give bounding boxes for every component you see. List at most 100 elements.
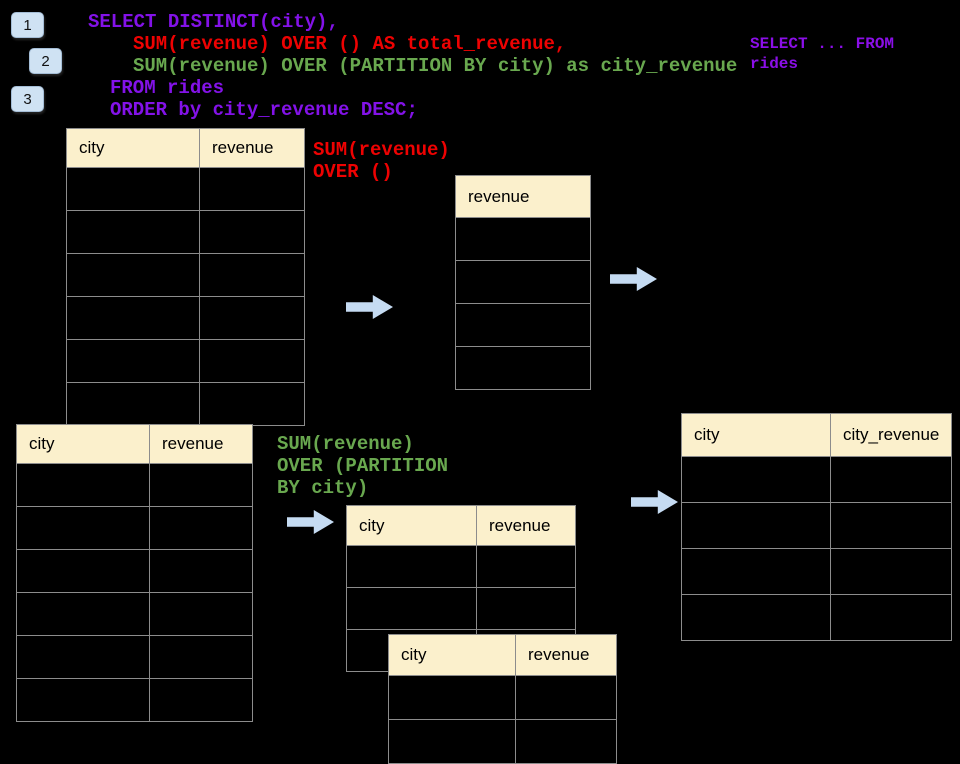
column-header-city-revenue: city_revenue [830, 413, 952, 457]
table-row [66, 253, 305, 297]
table-cell [830, 594, 952, 641]
table-row [66, 210, 305, 254]
table-cell [346, 587, 477, 630]
table-cell [199, 296, 305, 340]
result-table-right: city city_revenue [681, 413, 952, 641]
column-header-city: city [66, 128, 200, 168]
table-cell [199, 339, 305, 383]
table-cell [681, 502, 831, 549]
table-cell [66, 253, 200, 297]
table-cell [16, 463, 150, 507]
table-row [66, 339, 305, 383]
flow-arrow-icon [346, 295, 393, 319]
annotation-over-total-line2: OVER () [313, 161, 393, 183]
annotation-over-partition: SUM(revenue) OVER (PARTITION BY city) [277, 433, 448, 499]
table-cell [681, 594, 831, 641]
table-row [455, 303, 591, 347]
sql-line-city-revenue: SUM(revenue) OVER (PARTITION BY city) as… [133, 55, 738, 77]
flow-arrow-icon [631, 490, 678, 514]
table-cell [16, 592, 150, 636]
total-revenue-table: revenue [455, 175, 591, 390]
column-header-city: city [16, 424, 150, 464]
table-header-row: city revenue [346, 505, 576, 546]
step-1-badge: 1 [11, 12, 44, 38]
table-cell [149, 549, 253, 593]
side-note-line1: SELECT ... FROM [750, 35, 895, 53]
table-cell [149, 678, 253, 722]
table-cell [199, 382, 305, 426]
annotation-over-partition-line1: SUM(revenue) [277, 433, 414, 455]
sql-line-total-revenue: SUM(revenue) OVER () AS total_revenue, [133, 33, 567, 55]
table-row [681, 502, 952, 549]
select-from-rides-note: SELECT ... FROM rides [750, 34, 894, 74]
table-cell [199, 210, 305, 254]
table-header-row: city revenue [66, 128, 305, 168]
table-row [681, 594, 952, 641]
table-header-row: city revenue [388, 634, 617, 676]
table-cell [16, 549, 150, 593]
table-cell [66, 167, 200, 211]
table-row [681, 456, 952, 503]
table-row [455, 217, 591, 261]
column-header-revenue: revenue [476, 505, 576, 546]
table-header-row: city revenue [16, 424, 253, 464]
table-cell [16, 678, 150, 722]
column-header-revenue: revenue [455, 175, 591, 218]
table-row [388, 719, 617, 764]
table-cell [149, 592, 253, 636]
table-cell [515, 675, 617, 720]
table-row [66, 296, 305, 340]
sql-line-select: SELECT DISTINCT(city), [88, 11, 339, 33]
table-cell [455, 346, 591, 390]
column-header-revenue: revenue [515, 634, 617, 676]
table-cell [388, 719, 516, 764]
flow-arrow-icon [610, 267, 657, 291]
table-cell [66, 382, 200, 426]
table-cell [830, 456, 952, 503]
table-row [681, 548, 952, 595]
annotation-over-total: SUM(revenue) OVER () [313, 139, 450, 183]
table-cell [455, 217, 591, 261]
column-header-city: city [346, 505, 477, 546]
table-header-row: city city_revenue [681, 413, 952, 457]
source-table-bottom: city revenue [16, 424, 253, 722]
table-row [388, 675, 617, 720]
table-cell [830, 548, 952, 595]
table-cell [455, 303, 591, 347]
table-row [346, 545, 576, 588]
table-row [16, 635, 253, 679]
table-cell [476, 587, 576, 630]
table-row [66, 167, 305, 211]
table-cell [66, 296, 200, 340]
table-header-row: revenue [455, 175, 591, 218]
table-cell [199, 253, 305, 297]
column-header-revenue: revenue [149, 424, 253, 464]
flow-arrow-icon [287, 510, 334, 534]
side-note-line2: rides [750, 55, 799, 73]
table-cell [16, 635, 150, 679]
table-cell [681, 548, 831, 595]
table-cell [16, 506, 150, 550]
table-cell [149, 463, 253, 507]
column-header-revenue: revenue [199, 128, 305, 168]
table-cell [388, 675, 516, 720]
table-cell [455, 260, 591, 304]
annotation-over-total-line1: SUM(revenue) [313, 139, 450, 161]
table-cell [149, 506, 253, 550]
step-2-badge: 2 [29, 48, 62, 74]
table-cell [66, 210, 200, 254]
table-row [16, 678, 253, 722]
source-table-top: city revenue [66, 128, 305, 426]
table-row [455, 260, 591, 304]
sql-line-from: FROM rides [110, 77, 225, 99]
partition-table-overlay: city revenue [388, 634, 617, 764]
annotation-over-partition-line3: BY city) [277, 477, 369, 499]
sql-line-order-by: ORDER by city_revenue DESC; [110, 99, 418, 121]
table-row [16, 463, 253, 507]
table-cell [681, 456, 831, 503]
table-cell [199, 167, 305, 211]
table-row [66, 382, 305, 426]
table-row [16, 506, 253, 550]
annotation-over-partition-line2: OVER (PARTITION [277, 455, 449, 477]
table-row [16, 592, 253, 636]
